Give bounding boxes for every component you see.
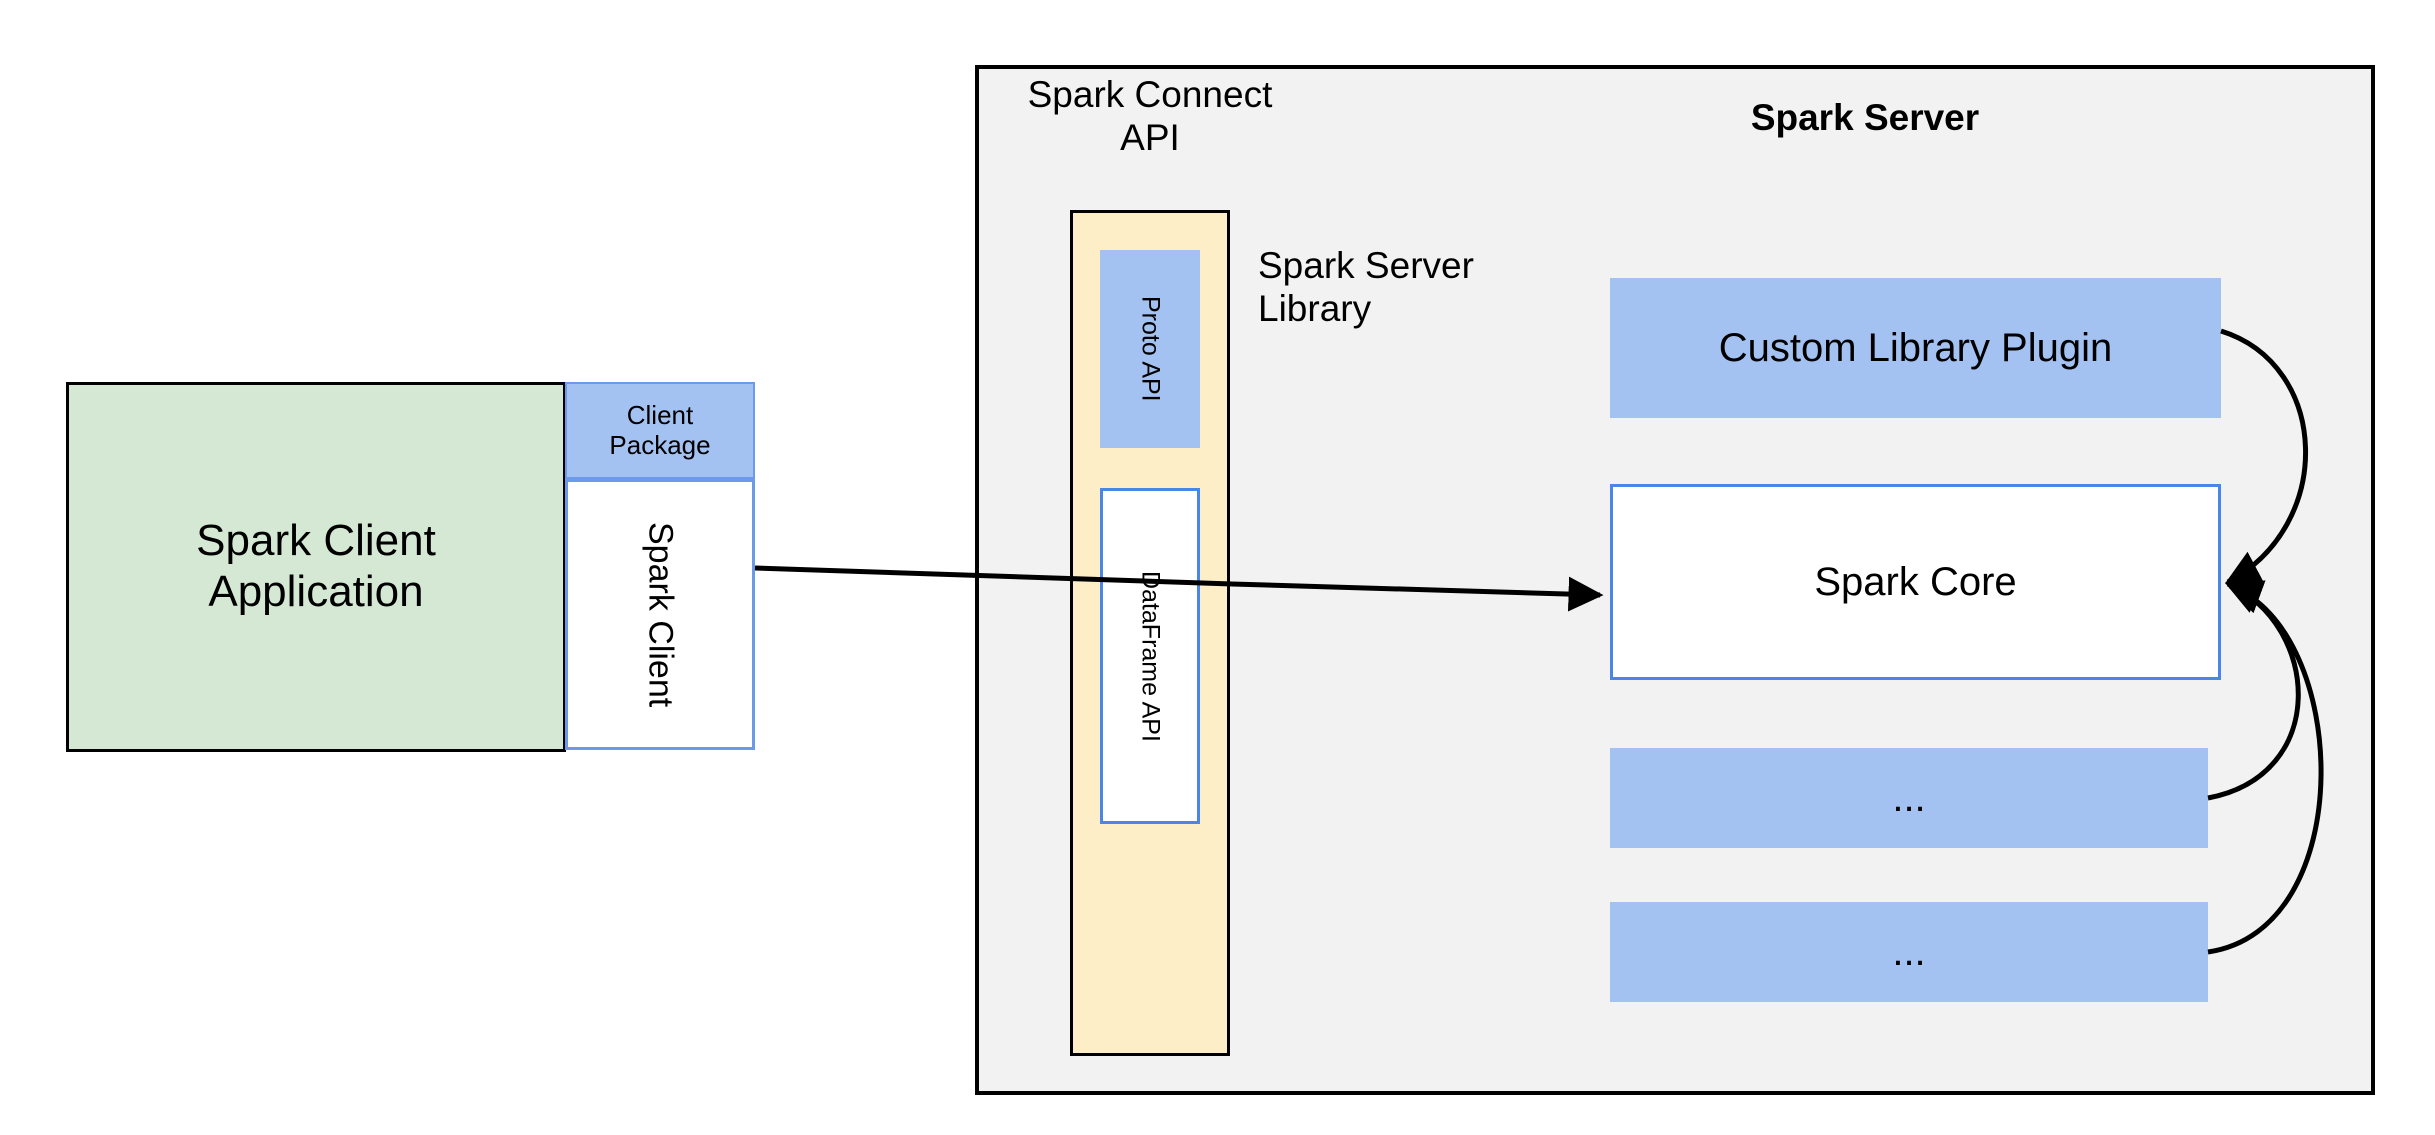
spark-server-library-label-line1: Spark Server: [1258, 245, 1474, 286]
spark-server-library-label: Spark Server Library: [1258, 245, 1548, 341]
client-package-line1: Client: [626, 399, 694, 430]
spark-connect-api-label-line1: Spark Connect: [1027, 74, 1273, 115]
spark-connect-api-label: Spark Connect API: [1005, 68, 1295, 158]
client-package-label: Client Package: [609, 399, 711, 461]
spark-client-application-box: Spark Client Application: [66, 382, 566, 752]
ellipsis-box-2: ...: [1610, 902, 2208, 1002]
ellipsis-box-1: ...: [1610, 748, 2208, 848]
spark-core-box: Spark Core: [1610, 484, 2221, 680]
dataframe-api-box: DataFrame API: [1100, 488, 1200, 824]
spark-client-label: Spark Client: [641, 521, 680, 708]
client-package-line2: Package: [609, 429, 711, 460]
spark-client-application-line1: Spark Client: [196, 516, 436, 566]
spark-server-title: Spark Server: [1750, 96, 1980, 138]
spark-client-application-label: Spark Client Application: [196, 516, 436, 617]
spark-connect-api-label-line2: API: [1120, 116, 1180, 158]
custom-library-plugin-box: Custom Library Plugin: [1610, 278, 2221, 418]
spark-client-application-line2: Application: [208, 567, 424, 616]
spark-server-library-label-line2: Library: [1258, 287, 1372, 329]
spark-client-box: Spark Client: [565, 479, 755, 750]
proto-api-label: Proto API: [1136, 296, 1165, 402]
dataframe-api-label: DataFrame API: [1136, 570, 1165, 742]
client-package-box: Client Package: [565, 382, 755, 479]
proto-api-box: Proto API: [1100, 250, 1200, 448]
